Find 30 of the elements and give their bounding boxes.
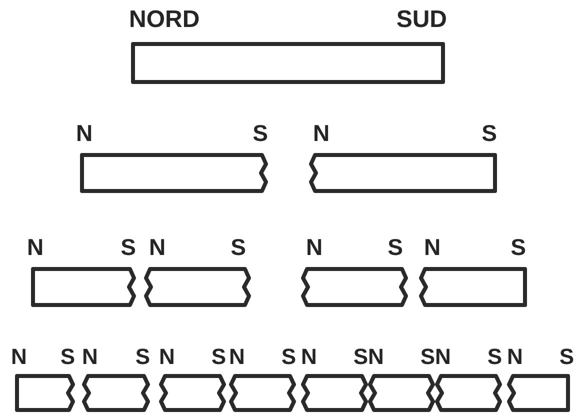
- pole-label: N: [368, 346, 384, 368]
- pole-label: N: [149, 236, 166, 259]
- pole-label: S: [120, 236, 136, 259]
- pole-label: N: [159, 346, 175, 368]
- pole-label: N: [306, 236, 323, 259]
- pole-label: N: [424, 236, 441, 259]
- pole-label: N: [76, 122, 93, 145]
- pole-label: N: [11, 346, 27, 368]
- pole-label: S: [281, 346, 296, 368]
- pole-label: S: [211, 346, 226, 368]
- pole-label: S: [252, 122, 268, 145]
- pole-label: S: [482, 122, 497, 145]
- pole-label: N: [435, 346, 451, 368]
- pole-label: S: [420, 346, 435, 368]
- pole-label: S: [510, 236, 526, 259]
- pole-label: S: [559, 346, 574, 368]
- pole-label: SUD: [396, 8, 447, 32]
- pole-label: S: [388, 236, 403, 259]
- pole-label: S: [60, 346, 75, 368]
- pole-label: S: [353, 346, 368, 368]
- pole-label: N: [313, 122, 330, 145]
- pole-label: N: [301, 346, 317, 368]
- pole-label: S: [135, 346, 150, 368]
- pole-label: N: [507, 346, 523, 368]
- pole-label: N: [82, 346, 98, 368]
- pole-label: N: [27, 236, 44, 259]
- pole-label: N: [229, 346, 245, 368]
- pole-label: S: [487, 346, 502, 368]
- pole-label: NORD: [129, 8, 200, 32]
- pole-label: S: [230, 236, 246, 259]
